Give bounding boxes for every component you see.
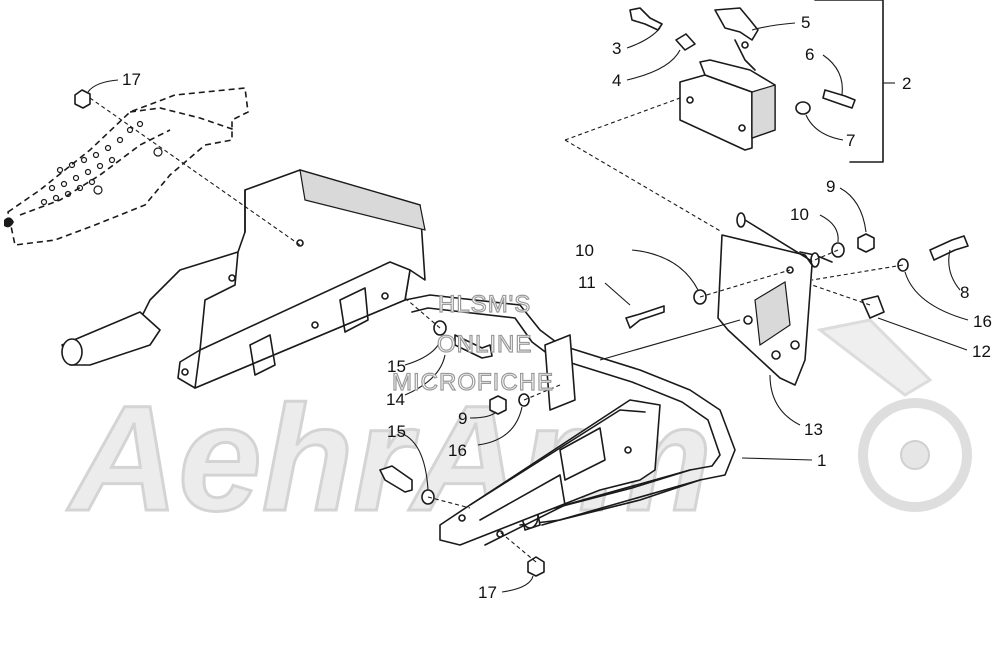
tunnel-clip-icon bbox=[4, 217, 14, 228]
watermark-hub-icon bbox=[900, 440, 930, 470]
watermark-text-center: HLSM'S ONLINE MICROFICHE bbox=[391, 290, 554, 396]
callout-1: 1 bbox=[817, 451, 826, 470]
callout-17-bottom: 17 bbox=[478, 583, 497, 602]
left-mount-bracket bbox=[61, 169, 426, 389]
callout-3: 3 bbox=[612, 39, 621, 58]
callout-5: 5 bbox=[801, 13, 810, 32]
callout-15-top: 15 bbox=[387, 357, 406, 376]
watermark-line2: ONLINE bbox=[437, 331, 532, 358]
callout-7: 7 bbox=[846, 131, 855, 150]
callout-8: 8 bbox=[960, 283, 969, 302]
callout-10-left: 10 bbox=[575, 241, 594, 260]
watermark-wheel-icon bbox=[858, 398, 972, 512]
nut-17-bottom bbox=[527, 556, 545, 577]
callout-10-right: 10 bbox=[790, 205, 809, 224]
callout-numbers: 1 2 3 4 5 6 7 8 9 9 10 10 11 12 13 14 15… bbox=[122, 13, 992, 602]
callout-12: 12 bbox=[972, 342, 991, 361]
bolt-item-3 bbox=[629, 7, 663, 31]
guide-lines bbox=[89, 97, 904, 563]
callout-14: 14 bbox=[386, 390, 405, 409]
spring-item-4 bbox=[675, 33, 696, 51]
bolt-15 bbox=[379, 465, 413, 493]
tunnel-reference-dashed bbox=[4, 87, 249, 246]
watermark-line1: HLSM'S bbox=[438, 291, 531, 318]
bolt-14 bbox=[454, 334, 493, 359]
callout-6: 6 bbox=[805, 45, 814, 64]
callout-17-top: 17 bbox=[122, 70, 141, 89]
hitch-plate bbox=[717, 212, 833, 386]
bolt-8 bbox=[929, 235, 969, 261]
callout-2: 2 bbox=[902, 74, 911, 93]
spacer-12 bbox=[861, 295, 885, 319]
callout-15-bottom: 15 bbox=[387, 422, 406, 441]
callout-16-right: 16 bbox=[973, 312, 992, 331]
callout-11: 11 bbox=[578, 273, 596, 292]
watermark-rider-icon bbox=[816, 318, 933, 397]
pin-item-6 bbox=[822, 89, 856, 109]
right-lower-bracket bbox=[439, 334, 661, 546]
watermark-line3: MICROFICHE bbox=[392, 369, 554, 396]
bolt-11 bbox=[625, 305, 665, 329]
callout-4: 4 bbox=[612, 71, 621, 90]
nut-9-center bbox=[489, 395, 507, 415]
callout-9-center: 9 bbox=[458, 409, 467, 428]
callout-leaders bbox=[87, 22, 969, 593]
tunnel-rivet-holes bbox=[40, 120, 163, 206]
nut-17-top bbox=[74, 89, 91, 109]
nut-item-7 bbox=[795, 101, 811, 115]
nut-9-right bbox=[857, 233, 875, 253]
callout-13: 13 bbox=[804, 420, 823, 439]
callout-16-center: 16 bbox=[448, 441, 467, 460]
clevis-assembly bbox=[629, 0, 884, 163]
callout-9-right: 9 bbox=[826, 177, 835, 196]
